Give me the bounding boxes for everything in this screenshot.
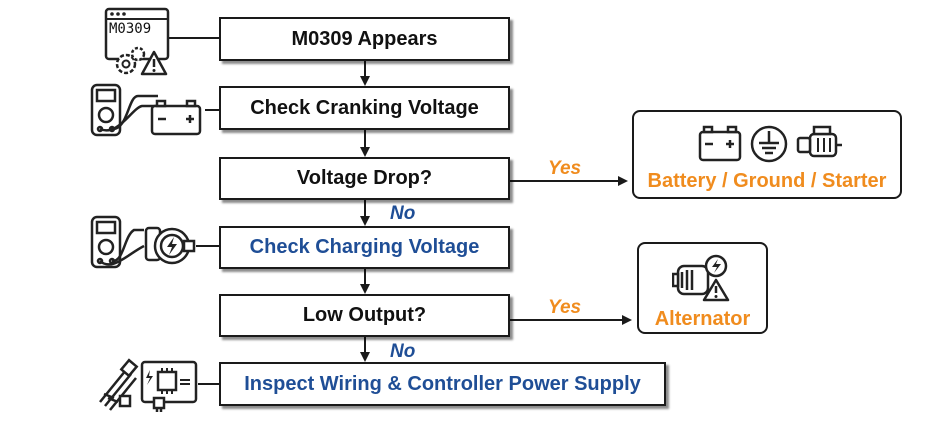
node-label: Low Output? (302, 304, 427, 326)
multimeter-alternator-icon (90, 215, 196, 269)
battery-icon (698, 125, 742, 162)
edge-label-no: No (390, 341, 416, 362)
edge-label-yes: Yes (548, 158, 582, 179)
node-check-cranking-voltage: Check Cranking Voltage (219, 86, 510, 130)
node-inspect-wiring: Inspect Wiring & Controller Power Supply (219, 362, 666, 406)
starter-icon (796, 125, 842, 158)
code-screen-text: M0309 (109, 21, 152, 37)
node-low-output: Low Output? (219, 294, 510, 337)
outcome-battery-ground-starter: Battery / Ground / Starter (632, 110, 902, 199)
node-voltage-drop: Voltage Drop? (219, 157, 510, 200)
node-label: Voltage Drop? (296, 167, 433, 189)
edge-label-no: No (390, 203, 416, 224)
outcome-label: Battery / Ground / Starter (647, 170, 887, 192)
multimeter-battery-icon (90, 83, 202, 137)
edge-label-yes: Yes (548, 297, 582, 318)
node-label: Check Cranking Voltage (250, 96, 479, 119)
code-screen-icon: M0309 (104, 6, 172, 78)
node-m0309-appears: M0309 Appears (219, 17, 510, 61)
node-label: Check Charging Voltage (249, 236, 480, 258)
node-label: Inspect Wiring & Controller Power Supply (244, 372, 641, 395)
wiring-controller-icon (99, 358, 198, 412)
outcome-label: Alternator (654, 308, 751, 330)
alternator-warning-icon (672, 254, 730, 302)
node-label: M0309 Appears (291, 27, 438, 50)
node-check-charging-voltage: Check Charging Voltage (219, 226, 510, 269)
ground-icon (750, 125, 788, 163)
outcome-alternator: Alternator (637, 242, 768, 334)
